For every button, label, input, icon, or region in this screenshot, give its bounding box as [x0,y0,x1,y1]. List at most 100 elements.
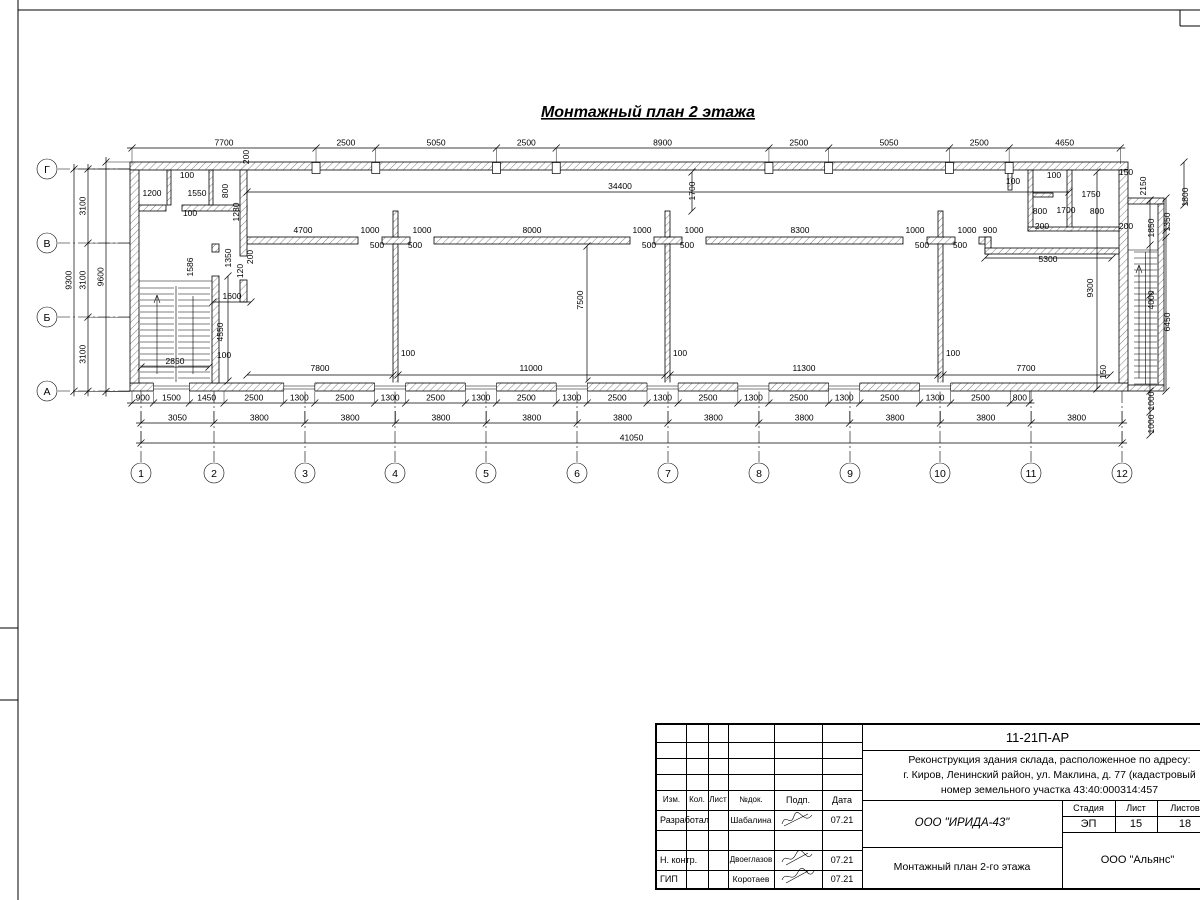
dim-text: 100 [673,348,687,358]
dim-text: 2500 [970,138,989,148]
tb-listov-label: Листов [1170,802,1200,813]
tb-list-value: 15 [1129,817,1143,830]
dim-text: 2500 [789,393,808,403]
dim-text: 3800 [613,413,632,423]
axis-bubble [475,462,497,484]
dim-text: 11000 [519,363,542,373]
tb-header-ndok: №док. [739,795,763,804]
dim-text: 1000 [685,225,704,235]
dim-text: 3800 [522,413,541,423]
dim-text: А [43,386,50,398]
dim-text: 2500 [517,393,536,403]
dim-text: 3800 [1067,413,1086,423]
dim-line [981,254,1116,262]
axis-bubble [1111,462,1133,484]
dim-text: 7700 [1017,363,1036,373]
dim-text: 6450 [1162,312,1172,331]
dim-line [688,168,696,215]
tb-header-data: Дата [832,794,852,805]
dim-text: 1586 [185,257,195,276]
dim-text: 2500 [336,138,355,148]
axis-bubble [36,306,58,328]
dim-text: 1700 [1057,205,1076,215]
dim-text: 500 [642,240,656,250]
dim-text: 9600 [96,267,106,286]
dim-text: 1300 [471,393,490,403]
dim-text: 500 [680,240,694,250]
dim-text: 200 [245,250,255,264]
dim-text: 100 [1006,176,1020,186]
dim-line [666,371,942,379]
tb-role-4: ГИП [660,873,678,884]
dim-text: 100 [1047,170,1061,180]
axis-bubble [566,462,588,484]
dim-text: 1800 [1180,187,1190,206]
stairs-right [1134,251,1157,385]
dim-text: 3800 [886,413,905,423]
dim-text: 800 [1013,393,1027,403]
dim-text: 7 [665,468,671,480]
dim-text: 1350 [1162,212,1172,231]
dim-text: 2500 [789,138,808,148]
dim-text: В [43,238,50,250]
dim-text: 3050 [168,413,187,423]
dim-text: 1450 [197,393,216,403]
dim-text: 3800 [341,413,360,423]
dim-text: 3 [302,468,308,480]
dim-text: 800 [1090,206,1104,216]
tb-doc-title: Монтажный план 2-го этажа [893,861,1031,874]
dim-text: 4700 [294,225,313,235]
dim-text: 5050 [427,138,446,148]
dim-text: 1000 [1146,391,1156,410]
walls [129,161,1165,392]
dim-text: 100 [183,208,197,218]
dim-text: 1750 [1082,189,1101,199]
dim-text: 1300 [926,393,945,403]
dim-text: 5300 [1039,254,1058,264]
tb-name-1: Шабалина [730,814,772,825]
stairs-left [140,286,210,382]
dim-text: 200 [1035,221,1049,231]
dim-text: 1000 [906,225,925,235]
dim-text: 3800 [250,413,269,423]
dim-text: 7500 [575,290,585,309]
dim-line [1180,158,1188,209]
tb-org: ООО "ИРИДА-43" [914,816,1010,829]
dim-line [243,188,1073,196]
dim-text: 4550 [215,322,225,341]
dim-text: 100 [180,170,194,180]
axis-bubble [36,232,58,254]
axis-bubble [130,462,152,484]
tb-role-2 [657,830,731,850]
dim-text: 7700 [215,138,234,148]
dim-text: 800 [1033,206,1047,216]
dim-text: 12 [1116,468,1128,480]
dim-chain: 41050 [136,431,1128,447]
tb-role-3: Н. контр. [660,854,698,865]
tb-name-4: Коротаев [732,873,770,884]
dim-text: 4 [392,468,398,480]
tb-header-kol: Кол. [689,795,705,804]
dim-text: 2500 [880,393,899,403]
dim-line [243,371,397,379]
title-block: Изм. Кол. Лист №док. Подп. Дата Разработ… [655,723,1200,890]
dim-text: 200 [1119,221,1133,231]
dim-line [209,298,255,306]
tb-description-line1: Реконструкция здания склада, расположенн… [908,753,1191,766]
dim-text: 500 [915,240,929,250]
axis-bubble [1020,462,1042,484]
dim-text: 150 [1098,365,1108,379]
dim-text: 1550 [188,188,207,198]
dim-text: 2500 [335,393,354,403]
dim-text: 3100 [78,196,88,215]
axis-bubble [929,462,951,484]
dim-text: 9300 [1085,278,1095,297]
dim-text: 4650 [1055,138,1074,148]
axis-bubble [36,380,58,402]
tb-list-label: Лист [1126,802,1146,813]
tb-date-1: 07.21 [830,814,854,825]
